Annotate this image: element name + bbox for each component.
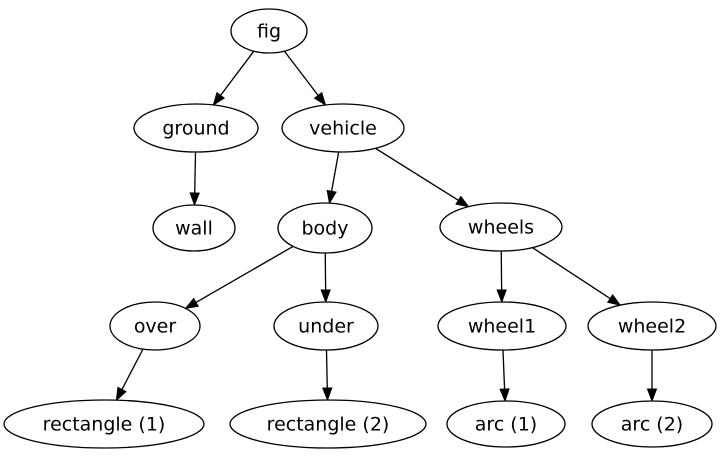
node-rect2-label: rectangle (2) — [267, 414, 390, 436]
edge-ground-wall-arrowhead — [189, 192, 200, 207]
edge-fig-vehicle-line — [283, 50, 319, 96]
edge-vehicle-wheels-arrowhead — [455, 195, 470, 208]
edge-wheels-wheel2-line — [532, 247, 611, 300]
node-wheel2-label: wheel2 — [618, 316, 686, 338]
node-rect2-shape — [229, 399, 427, 449]
node-arc2-label: arc (2) — [621, 414, 683, 436]
node-arc1-shape — [446, 400, 566, 448]
edge-fig-ground-line — [220, 50, 255, 96]
edge-vehicle-body-arrowhead — [326, 189, 337, 205]
edge-wheels-wheel1-arrowhead — [496, 289, 507, 304]
node-body-shape — [277, 202, 373, 254]
edge-fig-ground — [212, 50, 255, 107]
edge-body-over-line — [195, 245, 294, 303]
edge-wheels-wheel2-arrowhead — [606, 293, 622, 306]
edge-under-rect2 — [322, 349, 333, 402]
edge-body-under — [320, 252, 331, 304]
node-vehicle: vehicle — [281, 103, 405, 153]
node-rect1: rectangle (1) — [3, 399, 205, 449]
edge-body-over — [184, 245, 294, 310]
edge-wheel1-arc1 — [499, 349, 510, 403]
edge-ground-wall — [189, 151, 200, 207]
edge-under-rect2-line — [325, 349, 328, 389]
node-wheel1: wheel1 — [437, 301, 567, 351]
node-under-label: under — [298, 316, 354, 338]
node-rect1-shape — [3, 399, 205, 449]
edge-body-over-arrowhead — [184, 297, 199, 310]
node-over-shape — [109, 301, 201, 351]
node-ground: ground — [133, 103, 259, 153]
node-wheel2: wheel2 — [587, 301, 717, 351]
edge-ground-wall-line — [194, 151, 197, 194]
node-vehicle-label: vehicle — [309, 118, 377, 140]
node-fig-shape — [230, 8, 308, 54]
node-rect1-label: rectangle (1) — [43, 414, 166, 436]
node-body: body — [277, 202, 373, 254]
node-rect2: rectangle (2) — [229, 399, 427, 449]
edge-fig-vehicle-arrowhead — [313, 91, 327, 107]
edge-under-rect2-arrowhead — [322, 387, 333, 402]
node-over-label: over — [134, 316, 177, 338]
edge-fig-ground-arrowhead — [212, 91, 226, 107]
edge-vehicle-body — [326, 151, 340, 205]
edge-over-rect1 — [115, 348, 144, 402]
nodes-layer: fig ground vehicle wall body wheels over under w… — [3, 8, 717, 449]
edge-wheel2-arc2-arrowhead — [646, 388, 658, 403]
node-wall-shape — [152, 204, 236, 252]
node-fig: fig — [230, 8, 308, 54]
node-vehicle-shape — [281, 103, 405, 153]
node-over: over — [109, 301, 201, 351]
node-wall-label: wall — [175, 218, 213, 240]
node-wheel2-shape — [587, 301, 717, 351]
node-wheels-shape — [439, 202, 563, 252]
edge-vehicle-body-line — [330, 151, 340, 192]
edge-wheel1-arc1-line — [502, 349, 506, 390]
edge-over-rect1-line — [121, 348, 144, 390]
edge-wheel1-arc1-arrowhead — [499, 388, 510, 403]
edges-layer — [115, 50, 658, 403]
node-arc2-shape — [591, 400, 713, 448]
node-wheels: wheels — [439, 202, 563, 252]
edge-wheels-wheel1 — [496, 250, 507, 304]
node-under-shape — [273, 301, 379, 351]
edge-body-under-arrowhead — [320, 289, 331, 304]
node-wheels-label: wheels — [468, 217, 534, 239]
edge-over-rect1-arrowhead — [115, 386, 127, 402]
edge-vehicle-wheels — [375, 147, 470, 208]
node-wheel1-shape — [437, 301, 567, 351]
node-arc1-label: arc (1) — [475, 414, 537, 436]
edge-wheels-wheel2 — [532, 247, 622, 306]
node-ground-shape — [133, 103, 259, 153]
node-arc2: arc (2) — [591, 400, 713, 448]
node-ground-label: ground — [162, 118, 229, 140]
node-arc1: arc (1) — [446, 400, 566, 448]
node-fig-label: fig — [257, 21, 281, 43]
node-wall: wall — [152, 204, 236, 252]
edge-wheel2-arc2 — [646, 350, 658, 403]
edge-fig-vehicle — [283, 50, 327, 107]
node-under: under — [273, 301, 379, 351]
node-wheel1-label: wheel1 — [468, 316, 536, 338]
node-body-label: body — [302, 218, 349, 240]
edge-vehicle-wheels-line — [375, 147, 459, 201]
